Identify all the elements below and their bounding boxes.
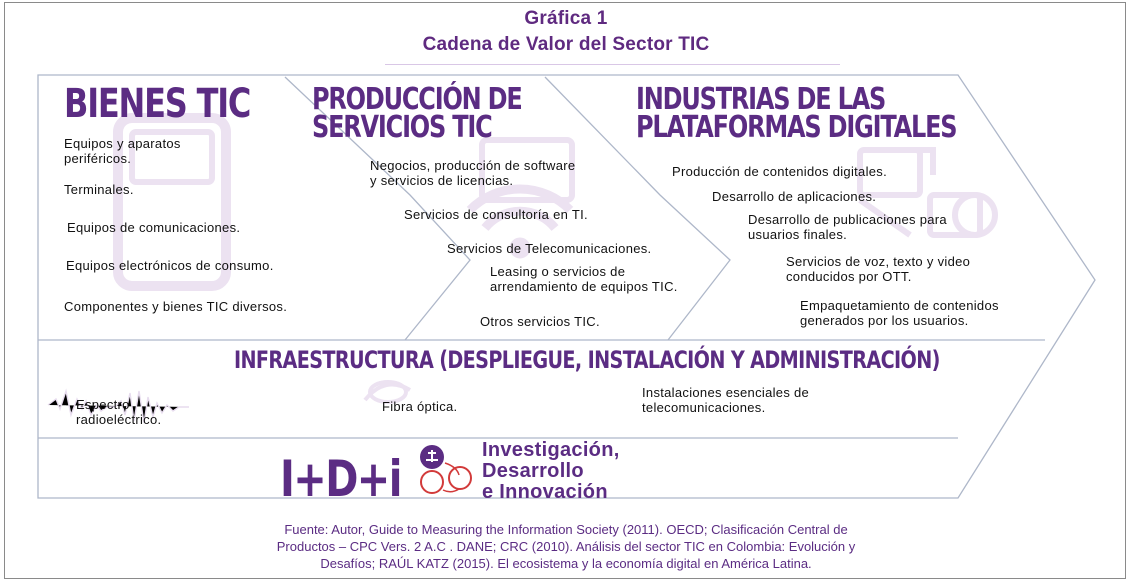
figure-title: Cadena de Valor del Sector TIC [422, 34, 710, 55]
phone-screen-watermark-icon [129, 129, 215, 185]
plataformas-item-3: Desarrollo de publicaciones para usuario… [748, 212, 947, 242]
fiber-watermark-icon [363, 380, 412, 404]
idi-logo: I+D+i [280, 450, 402, 508]
title-underline [385, 64, 840, 65]
figure-number: Gráfica 1 [524, 8, 608, 29]
sound-wave-watermark [47, 388, 189, 424]
infra-item-espectro: Espectro radioeléctrico. [76, 397, 162, 427]
plataformas-item-4: Servicios de voz, texto y video conducid… [786, 254, 971, 284]
infra-item-fibra: Fibra óptica. [382, 399, 458, 414]
devices-watermark-icon [857, 147, 998, 238]
bienes-tic-heading: BIENES TIC [64, 81, 251, 127]
plataformas-item-5: Empaquetamiento de contenidos generados … [800, 298, 999, 328]
idi-label-investigacion: Investigación, [482, 439, 620, 461]
industrias-plataformas-heading: INDUSTRIAS DE LAS PLATAFORMAS DIGITALES [636, 82, 958, 145]
plataformas-item-1: Producción de contenidos digitales. [672, 164, 888, 179]
bienes-item-5: Componentes y bienes TIC diversos. [64, 299, 288, 314]
bienes-item-4: Equipos electrónicos de consumo. [66, 258, 274, 273]
laptop-watermark-icon [479, 137, 575, 203]
plataformas-item-2: Desarrollo de aplicaciones. [712, 189, 877, 204]
figure-frame [4, 2, 1126, 579]
infraestructura-heading: INFRAESTRUCTURA (DESPLIEGUE, INSTALACIÓN… [234, 346, 940, 374]
chevron-divider-1 [284, 76, 471, 341]
watermark-layer [113, 113, 998, 404]
produccion-servicios-heading: PRODUCCIÓN DE SERVICIOS TIC [312, 82, 523, 145]
chevron-divider-2 [544, 76, 731, 341]
chevron-lines [37, 74, 1096, 499]
servicios-item-3: Servicios de Telecomunicaciones. [447, 241, 652, 256]
servicios-item-4: Leasing o servicios de arrendamiento de … [490, 264, 678, 294]
infra-item-instalaciones: Instalaciones esenciales de telecomunica… [642, 385, 810, 415]
value-chain-outline [37, 74, 1096, 499]
source-line-3: Desafíos; RAÚL KATZ (2015). El ecosistem… [320, 556, 812, 571]
source-line-2: Productos – CPC Vers. 2 A.C . DANE; CRC … [276, 539, 856, 554]
bienes-item-3: Equipos de comunicaciones. [67, 220, 241, 235]
bienes-item-1: Equipos y aparatos periféricos. [64, 136, 181, 166]
phone-watermark-icon [113, 113, 231, 291]
servicios-item-2: Servicios de consultoría en TI. [404, 207, 588, 222]
innovation-emblem-icon [420, 445, 472, 494]
idi-label-innovacion: e Innovación [482, 481, 608, 503]
idi-label-desarrollo: Desarrollo [482, 460, 584, 482]
servicios-item-5: Otros servicios TIC. [480, 314, 600, 329]
bienes-item-2: Terminales. [64, 182, 134, 197]
source-line-1: Fuente: Autor, Guide to Measuring the In… [284, 522, 848, 537]
servicios-item-1: Negocios, producción de software y servi… [370, 158, 576, 188]
